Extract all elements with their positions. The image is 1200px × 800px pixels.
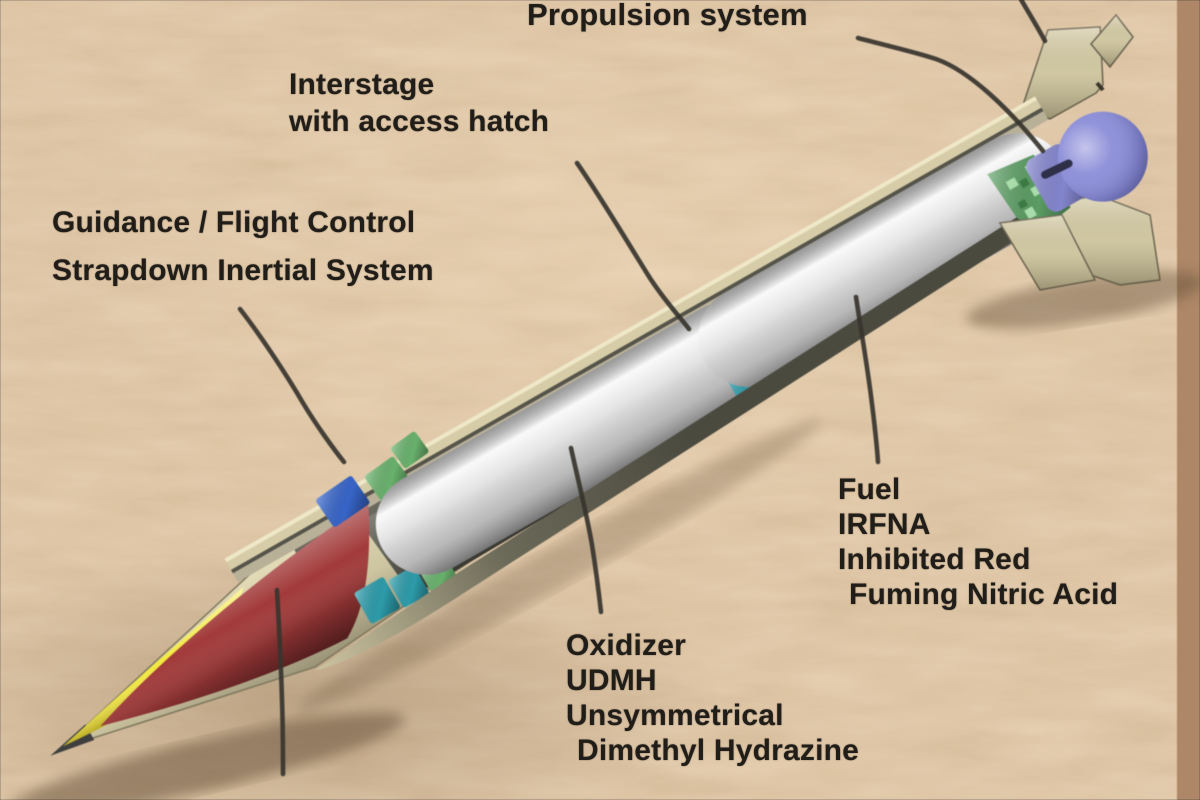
leader-line-interstage (574, 160, 692, 332)
label-interstage-line1: Interstage (289, 68, 435, 101)
leader-line-warhead-cropped (274, 587, 286, 777)
propulsion-unit (1026, 95, 1165, 219)
fin-notch (1095, 81, 1105, 92)
valve-teal-box-2-shading (388, 566, 429, 608)
label-propulsion-system: Propulsion system (527, 0, 808, 32)
tail-shadow (966, 271, 1200, 329)
near-shell-rim (314, 217, 1033, 671)
label-fuel-line3: Inhibited Red (838, 543, 1031, 576)
label-propulsion-line1: Propulsion system (527, 0, 808, 32)
label-guidance-line1: Guidance / Flight Control (52, 206, 416, 239)
light-patch (60, 0, 1180, 580)
leader-line-propulsion (855, 35, 1046, 154)
cast-shadows (5, 271, 1200, 800)
leader-line-oxidizer (568, 445, 604, 615)
label-oxidizer-line4: Dimethyl Hydrazine (577, 734, 860, 767)
label-interstage: Interstage with access hatch (289, 66, 549, 140)
rail-highlight (224, 96, 1037, 563)
label-guidance-line2: Strapdown Inertial System (52, 254, 434, 287)
label-fuel-line2: IRFNA (838, 508, 931, 541)
leader-line-guidance (237, 306, 347, 465)
label-oxidizer-line3: Unsymmetrical (566, 699, 784, 732)
avionics-green-box-1-shading (364, 456, 410, 500)
right-edge-strip (1177, 0, 1200, 800)
leader-line-fuel (853, 294, 881, 465)
propulsion-neck-slot (1041, 159, 1073, 179)
label-interstage-line2: with access hatch (289, 105, 550, 138)
avionics-blue-box-shading (316, 476, 370, 527)
rail-cream-outer (224, 96, 1042, 570)
missile-body (38, 95, 1165, 767)
label-fuel-line4: Fuming Nitric Acid (849, 578, 1119, 611)
rail-dark-line (230, 107, 1044, 574)
avionics-green-box-2-shading (391, 431, 429, 469)
tail-fins-rear (1020, 14, 1161, 286)
label-fuel: Fuel IRFNA Inhibited Red Fuming Nitric A… (838, 472, 1118, 612)
label-fuel-line1: Fuel (838, 473, 901, 506)
leader-line-cropped-top (1018, 0, 1048, 44)
label-oxidizer-line1: Oxidizer (566, 629, 686, 662)
leader-lines (237, 0, 1048, 777)
valve-teal-box-1-shading (354, 577, 400, 624)
label-oxidizer: Oxidizer UDMH Unsymmetrical Dimethyl Hyd… (566, 628, 859, 768)
label-guidance-flight-control: Guidance / Flight Control Strapdown Iner… (52, 199, 434, 295)
nose-shadow (5, 712, 405, 800)
label-oxidizer-line2: UDMH (566, 664, 657, 697)
body-shadow (297, 418, 823, 712)
